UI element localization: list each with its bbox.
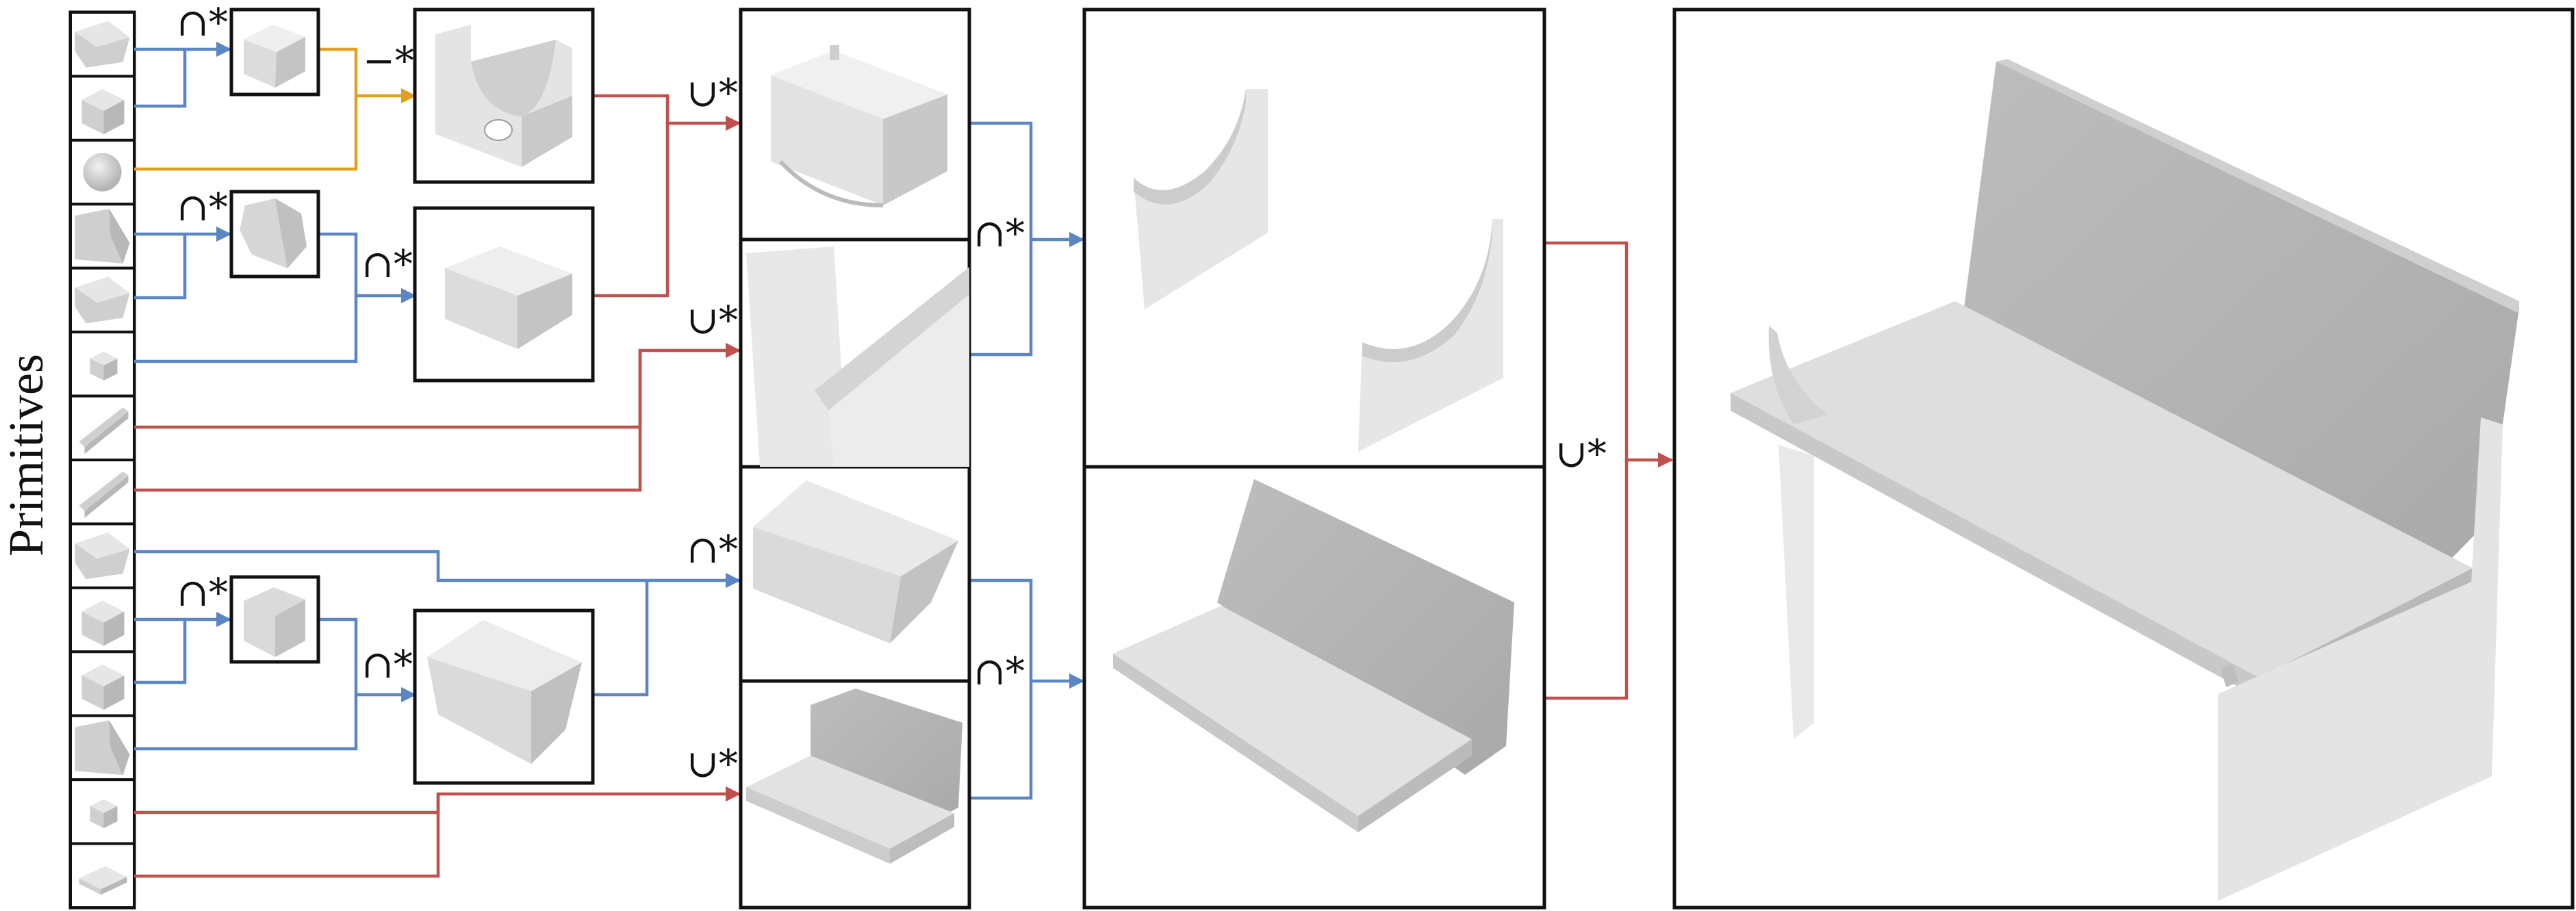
op-intersect-1: ∩* — [177, 1, 228, 45]
primitives-label: Primitives — [0, 354, 53, 556]
op-union-4: ∪* — [1555, 432, 1607, 476]
op-intersect-2: ∩* — [177, 185, 228, 230]
op-intersect-8: ∩* — [973, 650, 1025, 694]
primitive-small-box — [69, 331, 136, 398]
final-result — [1672, 8, 2575, 910]
node-intersect-5-result — [229, 575, 320, 664]
node-difference-result — [413, 8, 595, 184]
primitive-box-slanted — [69, 266, 136, 334]
primitives-column — [68, 10, 136, 910]
op-difference-1: −* — [363, 39, 414, 84]
primitive-box-slanted — [69, 11, 136, 78]
primitive-box — [69, 650, 136, 717]
union-result-3 — [753, 480, 958, 643]
primitive-box-slanted — [69, 522, 136, 589]
primitive-box — [69, 75, 136, 142]
op-intersect-4: ∩* — [687, 528, 738, 572]
primitive-box — [69, 586, 136, 654]
intersect-results-column — [1082, 8, 1546, 910]
node-intersect-1-result — [229, 8, 320, 97]
node-intersect-6-result — [413, 608, 595, 785]
op-intersect-5: ∩* — [177, 571, 228, 615]
union-result-4 — [746, 689, 962, 864]
intersect-result-bottom — [1113, 479, 1514, 832]
primitive-sphere — [69, 138, 136, 206]
union-result-1 — [771, 45, 947, 207]
primitive-small-box — [69, 778, 136, 845]
op-union-2: ∪* — [687, 298, 738, 343]
op-intersect-6: ∩* — [361, 643, 413, 687]
union-result-2 — [746, 246, 969, 467]
op-intersect-7: ∩* — [973, 211, 1025, 256]
op-union-1: ∪* — [687, 71, 738, 116]
node-intersect-2-result — [229, 190, 320, 279]
primitive-thin-plate — [69, 394, 136, 461]
operation-labels: ∩* −* ∩* ∩* ∪* ∪* ∩* ∩* ∩* ∪* ∩* ∩* ∪* — [177, 1, 1607, 786]
node-intersect-3-result — [413, 206, 595, 383]
op-intersect-3: ∩* — [361, 242, 413, 287]
op-union-3: ∪* — [687, 742, 738, 786]
connection-wires — [134, 41, 1674, 878]
primitive-thin-plate — [69, 459, 136, 526]
primitive-flat-box — [69, 842, 136, 909]
primitive-wedge — [69, 714, 136, 782]
union-results-column — [739, 8, 971, 910]
primitive-wedge — [69, 203, 136, 270]
intersect-result-top — [1134, 89, 1503, 452]
